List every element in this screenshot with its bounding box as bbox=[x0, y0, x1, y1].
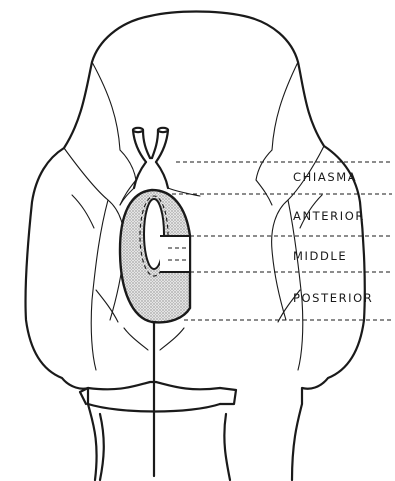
optic-nerve-right-tip bbox=[158, 128, 168, 132]
olfactory-contour-right bbox=[256, 150, 272, 180]
mammillary-contour-left bbox=[124, 328, 148, 350]
temporal-contour-right bbox=[272, 200, 288, 320]
olfactory-contour-left bbox=[120, 150, 136, 180]
optic-nerve-left-tip bbox=[133, 128, 143, 132]
pons-edges bbox=[80, 388, 236, 404]
mammillary-contour-right bbox=[160, 328, 184, 350]
hypothalamic-vessel-right bbox=[256, 180, 272, 205]
optic-nerve-left-inner bbox=[143, 130, 150, 158]
optic-chiasma bbox=[134, 158, 168, 188]
middle-notch bbox=[160, 236, 190, 272]
frontal-fissure-left bbox=[92, 62, 120, 150]
label-middle: MIDDLE bbox=[293, 249, 347, 263]
label-chiasma: CHIASMA bbox=[293, 170, 357, 184]
optic-tract-right bbox=[168, 188, 200, 196]
optic-nerve-right-inner bbox=[152, 130, 158, 158]
lateral-contour-left bbox=[64, 148, 108, 370]
sulcus-left-2 bbox=[96, 290, 118, 322]
label-anterior: ANTERIOR bbox=[293, 209, 365, 223]
sulcus-left-1 bbox=[72, 195, 94, 228]
label-posterior: POSTERIOR bbox=[293, 291, 373, 305]
medulla bbox=[100, 414, 230, 480]
frontal-fissure-right bbox=[272, 62, 298, 150]
